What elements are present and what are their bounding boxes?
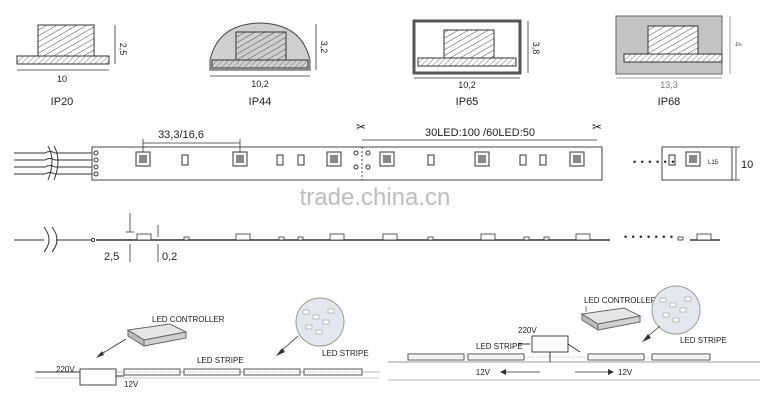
ip20-rating-label: IP20 [51,96,74,108]
side-continuation-dots: • • • • • • • [624,232,674,242]
scissors-icon: ✂ [356,120,366,134]
ip44-rating-label: IP44 [249,96,272,108]
chip-block [37,24,95,57]
wiring-diagram-right: LED CONTROLLER 220V LED STRIPE LED STRIP… [388,285,760,381]
pcb-base [623,53,723,63]
led-controller-device [580,307,642,331]
stripe-detail-magnifier [651,285,701,335]
profile-ip65: 3,8 10,2 IP65 [412,19,541,108]
strip-continuation-dots: • • • • • • [633,157,675,167]
ip65-width-label: 10,2 [458,80,476,90]
watermark: trade.china.cn [300,184,451,211]
led-chip [474,151,490,167]
led-chip [685,151,701,167]
profile-ip44: 3,2 10,2 IP44 [209,22,329,108]
led-controller-device [126,323,188,347]
thickness-label: 2,5 [104,251,119,263]
led-chip [569,151,585,167]
strip-width-label: 10 [741,159,753,171]
profile-ip20: 2,5 10 IP20 [16,24,128,108]
ip68-height-label: 4 [733,41,743,46]
stripe-label-1: LED STRIPE [476,342,523,351]
chip-block [235,31,287,61]
pcb-base [417,57,517,67]
controller-label: LED CONTROLLER [152,315,225,324]
ip44-height-label: 3,2 [319,41,329,54]
stripe-detail-magnifier [295,297,345,347]
scissors-icon: ✂ [592,120,602,134]
power-supply-box [531,335,569,353]
input-voltage-label: 220V [56,365,75,374]
strip-body [91,146,603,181]
profile-ip68: 4 13,3 IP68 [615,15,743,108]
side-chip-group [136,233,712,241]
stripe-label-2: LED STRIPE [680,336,727,345]
pcb-base [16,55,110,65]
chip-block [647,25,699,55]
ip20-height-label: 2,5 [118,43,128,56]
stripe-label-2: LED STRIPE [322,349,369,358]
ip65-height-label: 3,8 [531,42,541,55]
led-chip [135,151,151,167]
wiring-diagram-left: LED CONTROLLER 220V 12V LED STRIPE LED S… [34,297,380,389]
resistor-group [181,154,676,166]
chip-block [443,29,495,59]
pcb-thickness-label: 0,2 [162,251,177,263]
output-voltage-label-right: 12V [618,368,633,377]
ip44-width-label: 10,2 [251,79,269,89]
led-chip [232,151,248,167]
strip-top-view: ✂ ✂ L15 • • • • • • 33,3/16,6 30LED:100 … [14,120,753,181]
ip20-width-label: 10 [57,74,67,84]
led-pitch-label: 33,3/16,6 [158,129,204,141]
led-chip [326,151,342,167]
power-supply-box [79,368,117,386]
cut-length-label: 30LED:100 /60LED:50 [425,127,535,139]
led-chip [379,151,395,167]
pcb-base [211,59,309,69]
ip68-rating-label: IP68 [658,96,681,108]
input-voltage-label: 220V [518,326,537,335]
output-voltage-label-left: 12V [476,368,491,377]
stripe-label-1: LED STRIPE [197,356,244,365]
ip65-rating-label: IP65 [456,96,479,108]
ip68-width-label: 13,3 [660,80,678,90]
output-voltage-label: 12V [124,380,139,389]
controller-label: LED CONTROLLER [584,296,657,305]
chip-label: L15 [708,160,719,166]
strip-side-view: • • • • • • • 2,5 0,2 [14,213,720,263]
